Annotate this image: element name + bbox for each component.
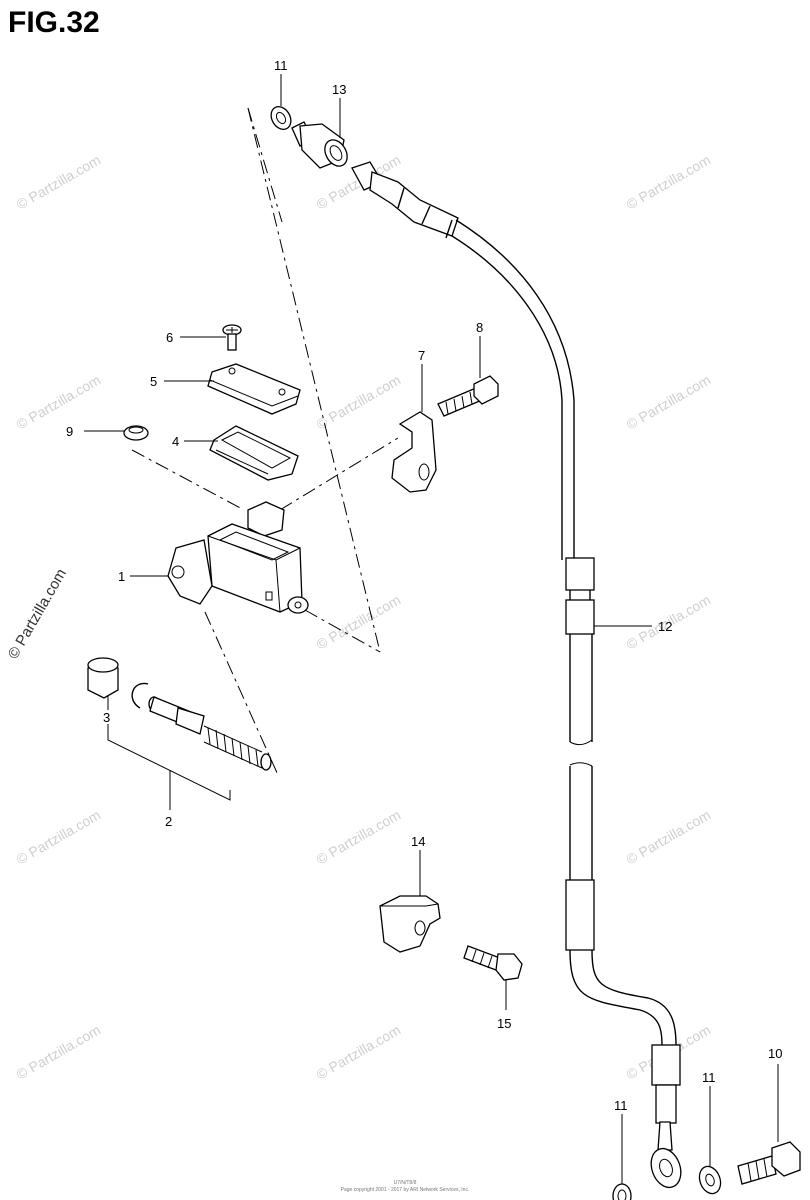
callout-15: 15 [497, 1016, 511, 1031]
watermark: © Partzilla.com [314, 592, 404, 653]
callout-11-left: 11 [614, 1098, 628, 1113]
footer-copyright: Page copyright 2001 - 2017 by ARI Networ… [340, 1187, 470, 1193]
callout-8: 8 [476, 320, 483, 335]
part-4-diaphragm [209, 425, 299, 481]
callout-14: 14 [411, 834, 425, 849]
part-7-holder [391, 411, 437, 493]
side-watermark: © Partzilla.com [5, 566, 70, 662]
watermark: © Partzilla.com [14, 1022, 104, 1083]
callout-12: 12 [658, 619, 672, 634]
part-11-washer-middle [698, 1165, 722, 1195]
figure-title: FIG.32 [8, 6, 100, 39]
callout-11-top: 11 [274, 58, 288, 73]
part-14-clamp [379, 895, 441, 953]
part-9-boot [123, 425, 149, 441]
part-15-bolt [463, 945, 523, 981]
part-8-bolt [437, 375, 499, 417]
part-10-banjo-bolt [737, 1141, 801, 1185]
callout-bracket-2 [107, 724, 231, 810]
assembly-guide-lines [131, 107, 399, 776]
callout-4: 4 [172, 434, 179, 449]
part-6-screw [222, 324, 242, 351]
part-13-union-bolt [291, 121, 348, 169]
watermark-layer: © Partzilla.com © Partzilla.com © Partzi… [5, 152, 713, 1083]
callout-5: 5 [150, 374, 157, 389]
watermark: © Partzilla.com [624, 807, 714, 868]
watermark: © Partzilla.com [314, 1022, 404, 1083]
watermark: © Partzilla.com [14, 807, 104, 868]
watermark: © Partzilla.com [624, 152, 714, 213]
callout-7: 7 [418, 348, 425, 363]
part-5-reservoir-cap [207, 363, 301, 415]
callout-1: 1 [118, 569, 125, 584]
watermark: © Partzilla.com [314, 372, 404, 433]
part-2-circlip [131, 682, 149, 709]
leader-lines [84, 74, 779, 1184]
callout-11-middle: 11 [702, 1070, 716, 1085]
part-2-piston-assembly [148, 696, 272, 771]
part-11-washer-left [612, 1183, 632, 1200]
watermark: © Partzilla.com [314, 807, 404, 868]
callout-3: 3 [103, 710, 110, 725]
callout-10: 10 [768, 1046, 782, 1061]
part-11-washer-top [270, 106, 292, 130]
watermark: © Partzilla.com [14, 152, 104, 213]
callout-labels: 11 13 6 5 9 4 7 8 1 3 2 12 14 15 10 11 1… [66, 58, 782, 1113]
callout-9: 9 [66, 424, 73, 439]
callout-2: 2 [165, 814, 172, 829]
part-3-cup [87, 657, 119, 699]
watermark: © Partzilla.com [14, 372, 104, 433]
callout-6: 6 [166, 330, 173, 345]
part-1-master-cylinder [167, 501, 309, 614]
watermark: © Partzilla.com [624, 372, 714, 433]
part-12-brake-hose [351, 161, 682, 1189]
callout-13: 13 [332, 82, 346, 97]
footer-code: U7/N/T8/8 [393, 1180, 417, 1186]
